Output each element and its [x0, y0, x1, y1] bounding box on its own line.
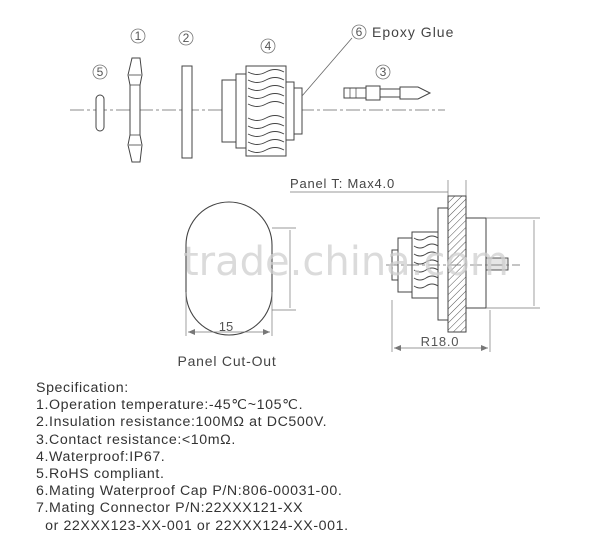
watermark-text: trade.china.com: [183, 239, 509, 285]
part-5-oring: 5: [92, 64, 108, 132]
specification-block: Specification: 1.Operation temperature:-…: [36, 380, 349, 535]
panel-cutout-view: 15 Panel Cut-Out: [177, 201, 296, 369]
part-6-epoxy-glue: 6 Epoxy Glue: [301, 24, 454, 97]
radius-label: R18.0: [421, 334, 460, 349]
callout-1: 1: [135, 29, 142, 43]
spec-line-5: 5.RoHS compliant.: [36, 466, 165, 483]
spec-heading: Specification:: [36, 380, 129, 396]
panel-thickness-label: Panel T: Max4.0: [290, 176, 395, 191]
callout-4: 4: [265, 39, 272, 53]
spec-line-7b: or 22XXX123-XX-001 or 22XXX124-XX-001.: [36, 517, 349, 534]
part-4-receptacle-body: 4: [221, 38, 303, 157]
assembled-side-view: Panel T: Max4.0 R18.0: [290, 176, 540, 352]
spec-line-2: 2.Insulation resistance:100MΩ at DC500V.: [36, 414, 328, 431]
part-3-contact-pin: 3: [343, 64, 432, 101]
callout-2: 2: [183, 31, 190, 45]
callout-6: 6: [356, 25, 363, 39]
panel-cutout-caption: Panel Cut-Out: [177, 353, 276, 369]
connector-drawing: 5 1 2 4: [70, 24, 540, 369]
cutout-width-label: 15: [219, 319, 233, 334]
spec-line-3: 3.Contact resistance:<10mΩ.: [36, 431, 236, 448]
spec-line-1: 1.Operation temperature:-45℃~105℃.: [36, 397, 304, 414]
callout-5: 5: [97, 65, 104, 79]
spec-line-4: 4.Waterproof:IP67.: [36, 448, 166, 465]
part-1-hex-nut: 1: [127, 28, 146, 163]
spec-line-6: 6.Mating Waterproof Cap P/N:806-00031-00…: [36, 483, 343, 500]
spec-line-7: 7.Mating Connector P/N:22XXX121-XX: [36, 500, 304, 517]
callout-3: 3: [380, 65, 387, 79]
part-2-washer: 2: [178, 30, 194, 159]
epoxy-glue-label: Epoxy Glue: [372, 24, 454, 40]
